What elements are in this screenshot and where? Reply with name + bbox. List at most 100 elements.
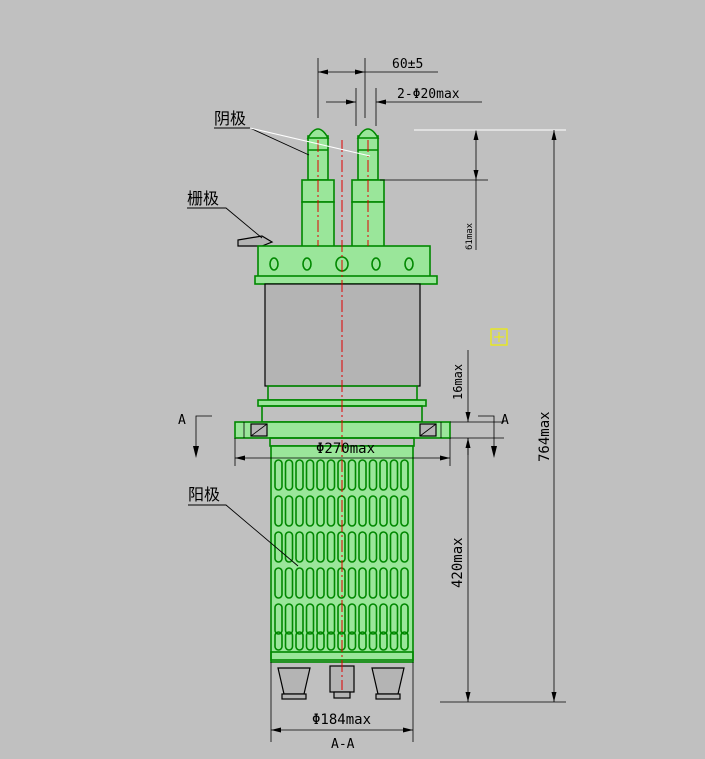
cooling-fin <box>358 459 367 491</box>
square-crosshair-icon <box>490 328 508 346</box>
cooling-fin <box>284 631 294 651</box>
dim-flange-diameter: Φ270max <box>234 438 451 466</box>
cooling-fin <box>379 631 388 651</box>
cooling-fin <box>358 603 367 635</box>
cooling-fin <box>347 631 357 651</box>
label-grid: 栅极 <box>187 189 219 208</box>
cooling-fin <box>358 495 367 527</box>
dim-pin-height: 61max <box>380 130 488 250</box>
grid-terminal <box>237 235 274 247</box>
cooling-fin <box>358 567 367 599</box>
dim-pin-diameter-text: 2-Φ20max <box>397 87 460 102</box>
cooling-fin <box>400 631 409 651</box>
cooling-fin <box>326 531 336 563</box>
section-mark-right: A <box>501 413 509 428</box>
cathode-pins <box>301 128 385 249</box>
dim-total-height: 764max <box>414 129 566 703</box>
cooling-fin <box>368 459 378 491</box>
label-anode: 阳极 <box>188 485 220 504</box>
cooling-fin <box>316 567 325 599</box>
cooling-fin <box>389 567 399 599</box>
dim-flange-thickness-text: 16max <box>451 364 465 400</box>
callouts: 阴极 栅极 阳极 <box>187 109 371 567</box>
cooling-fin <box>316 631 325 651</box>
cathode-pin-left-cap <box>306 128 330 139</box>
cooling-fin <box>305 459 315 491</box>
cooling-fin <box>326 459 336 491</box>
cooling-fin <box>389 631 399 651</box>
cooling-fin <box>358 631 367 651</box>
cooling-fin <box>347 459 357 491</box>
cooling-fin <box>274 631 283 651</box>
dim-pin-diameter: 2-Φ20max <box>326 87 482 126</box>
cooling-fin <box>368 567 378 599</box>
cooling-fin <box>326 603 336 635</box>
cooling-fin <box>400 495 409 527</box>
center-lines <box>317 140 369 690</box>
section-mark-left: A <box>178 413 186 428</box>
bottom-fittings <box>277 665 405 700</box>
cooling-fin <box>305 531 315 563</box>
cooling-fin <box>400 459 409 491</box>
cooling-fin <box>326 567 336 599</box>
cooling-fin <box>400 567 409 599</box>
section-caption: A-A <box>331 737 355 752</box>
cooling-fin <box>389 531 399 563</box>
cooling-fin <box>347 495 357 527</box>
cooling-fin <box>284 531 294 563</box>
cooling-fin <box>368 531 378 563</box>
cooling-fin <box>400 603 409 635</box>
cooling-fin <box>379 459 388 491</box>
cooling-fin <box>379 531 388 563</box>
cooling-fin <box>368 603 378 635</box>
dim-pin-spacing: 60±5 <box>317 57 438 118</box>
cooling-fin <box>295 567 304 599</box>
cooling-fin <box>358 531 367 563</box>
cooling-fin <box>379 495 388 527</box>
cooling-fin <box>274 603 283 635</box>
cooling-fin <box>295 495 304 527</box>
dim-anode-diameter-text: Φ184max <box>312 712 371 728</box>
cooling-fin <box>295 603 304 635</box>
cooling-fin <box>305 631 315 651</box>
cooling-fin <box>284 603 294 635</box>
cooling-fin <box>284 567 294 599</box>
cooling-fin <box>284 495 294 527</box>
cooling-fin <box>379 567 388 599</box>
section-marks: A A A-A <box>178 413 509 752</box>
cooling-fin <box>316 459 325 491</box>
cooling-fin <box>389 495 399 527</box>
cooling-fin <box>295 459 304 491</box>
dim-total-height-text: 764max <box>537 411 553 462</box>
cooling-fin <box>316 603 325 635</box>
cooling-fin <box>284 459 294 491</box>
cooling-fin <box>389 459 399 491</box>
cooling-fin <box>379 603 388 635</box>
dim-flange-thickness: 16max <box>450 350 504 455</box>
cooling-fin <box>347 567 357 599</box>
dim-pin-height-text: 61max <box>465 222 475 250</box>
cooling-fin <box>326 631 336 651</box>
cooling-fin <box>389 603 399 635</box>
cooling-fin <box>305 603 315 635</box>
cooling-fin <box>316 531 325 563</box>
dimensions: 60±5 2-Φ20max 61max 764max <box>234 57 566 742</box>
grid-flange <box>254 245 438 285</box>
cooling-fin <box>274 459 283 491</box>
cooling-fin <box>400 531 409 563</box>
dim-anode-diameter: Φ184max <box>270 662 414 742</box>
cooling-fin <box>347 603 357 635</box>
dim-anode-height-text: 420max <box>450 537 466 588</box>
cooling-fin <box>316 495 325 527</box>
dim-anode-height: 420max <box>450 438 471 702</box>
cooling-fin <box>368 631 378 651</box>
cooling-fin <box>274 567 283 599</box>
tube-body <box>234 128 451 700</box>
dim-flange-diameter-text: Φ270max <box>316 441 375 457</box>
cooling-fin <box>347 531 357 563</box>
cooling-fin <box>295 531 304 563</box>
cooling-fin <box>305 567 315 599</box>
cooling-fin <box>326 495 336 527</box>
cooling-fin <box>295 631 304 651</box>
